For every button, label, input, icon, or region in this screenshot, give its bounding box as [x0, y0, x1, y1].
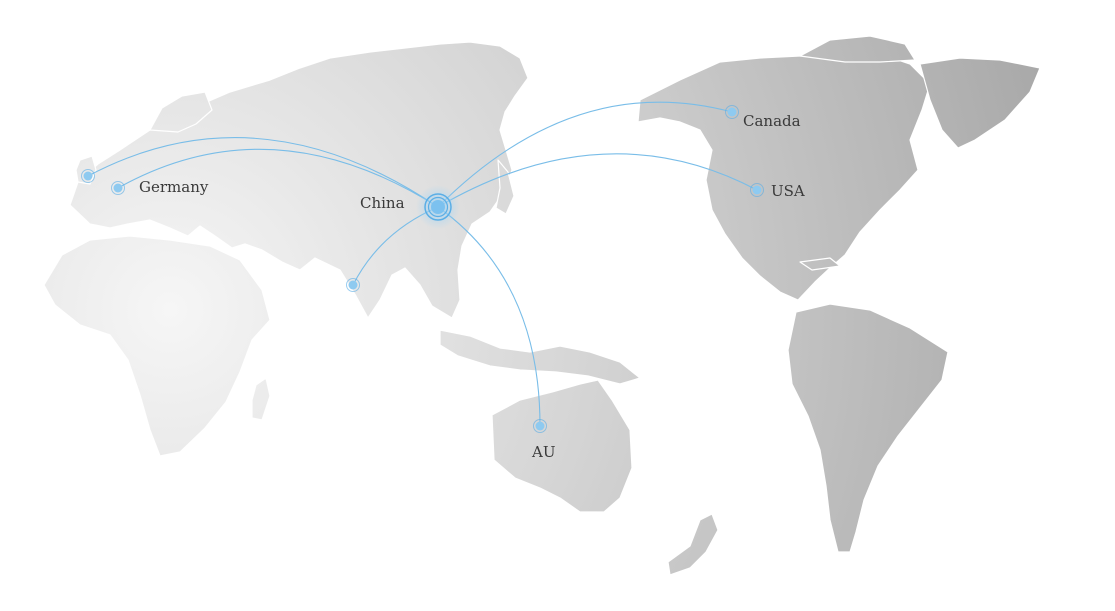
route-line-uk — [87, 137, 439, 208]
location-dot-icon — [535, 421, 545, 431]
destination-label-usa: USA — [771, 182, 805, 200]
new-zealand-landmass — [667, 513, 719, 576]
hub-marker[interactable] — [416, 185, 460, 229]
location-dot-icon — [113, 183, 123, 193]
africa-landmass — [43, 235, 271, 457]
destination-marker-germany[interactable] — [111, 181, 125, 195]
hub-pulse-icon — [431, 200, 445, 214]
hub-label: China — [360, 194, 405, 212]
eurasia-landmass — [69, 41, 529, 319]
location-markers — [81, 105, 764, 433]
south-america-landmass — [787, 303, 949, 553]
destination-marker-uk[interactable] — [81, 169, 95, 183]
japan-landmass — [495, 159, 515, 215]
route-lines — [87, 101, 758, 427]
destination-label-au: AU — [531, 443, 555, 461]
caribbean-islands — [799, 257, 841, 271]
continents — [43, 35, 1041, 576]
southeast-asia-islands — [439, 329, 641, 385]
route-line-usa — [437, 153, 758, 208]
destination-marker-india[interactable] — [346, 278, 360, 292]
route-line-au — [437, 206, 541, 427]
city-labels: China Germany Canada USA AU — [139, 112, 805, 461]
location-dot-icon — [727, 107, 737, 117]
location-dot-icon — [348, 280, 358, 290]
north-america-landmass — [637, 51, 931, 301]
destination-marker-au[interactable] — [533, 419, 547, 433]
australia-landmass — [491, 379, 633, 513]
location-dot-icon — [83, 171, 93, 181]
scandinavia-landmass — [149, 91, 213, 133]
madagascar-landmass — [251, 377, 271, 421]
route-line-canada — [437, 101, 733, 208]
destination-label-canada: Canada — [743, 112, 801, 130]
destination-marker-usa[interactable] — [750, 183, 764, 197]
route-line-germany — [117, 148, 439, 208]
destination-marker-canada[interactable] — [725, 105, 739, 119]
greenland-landmass — [919, 57, 1041, 149]
destination-label-germany: Germany — [139, 178, 209, 196]
arctic-islands — [799, 35, 916, 63]
location-dot-icon — [752, 185, 762, 195]
